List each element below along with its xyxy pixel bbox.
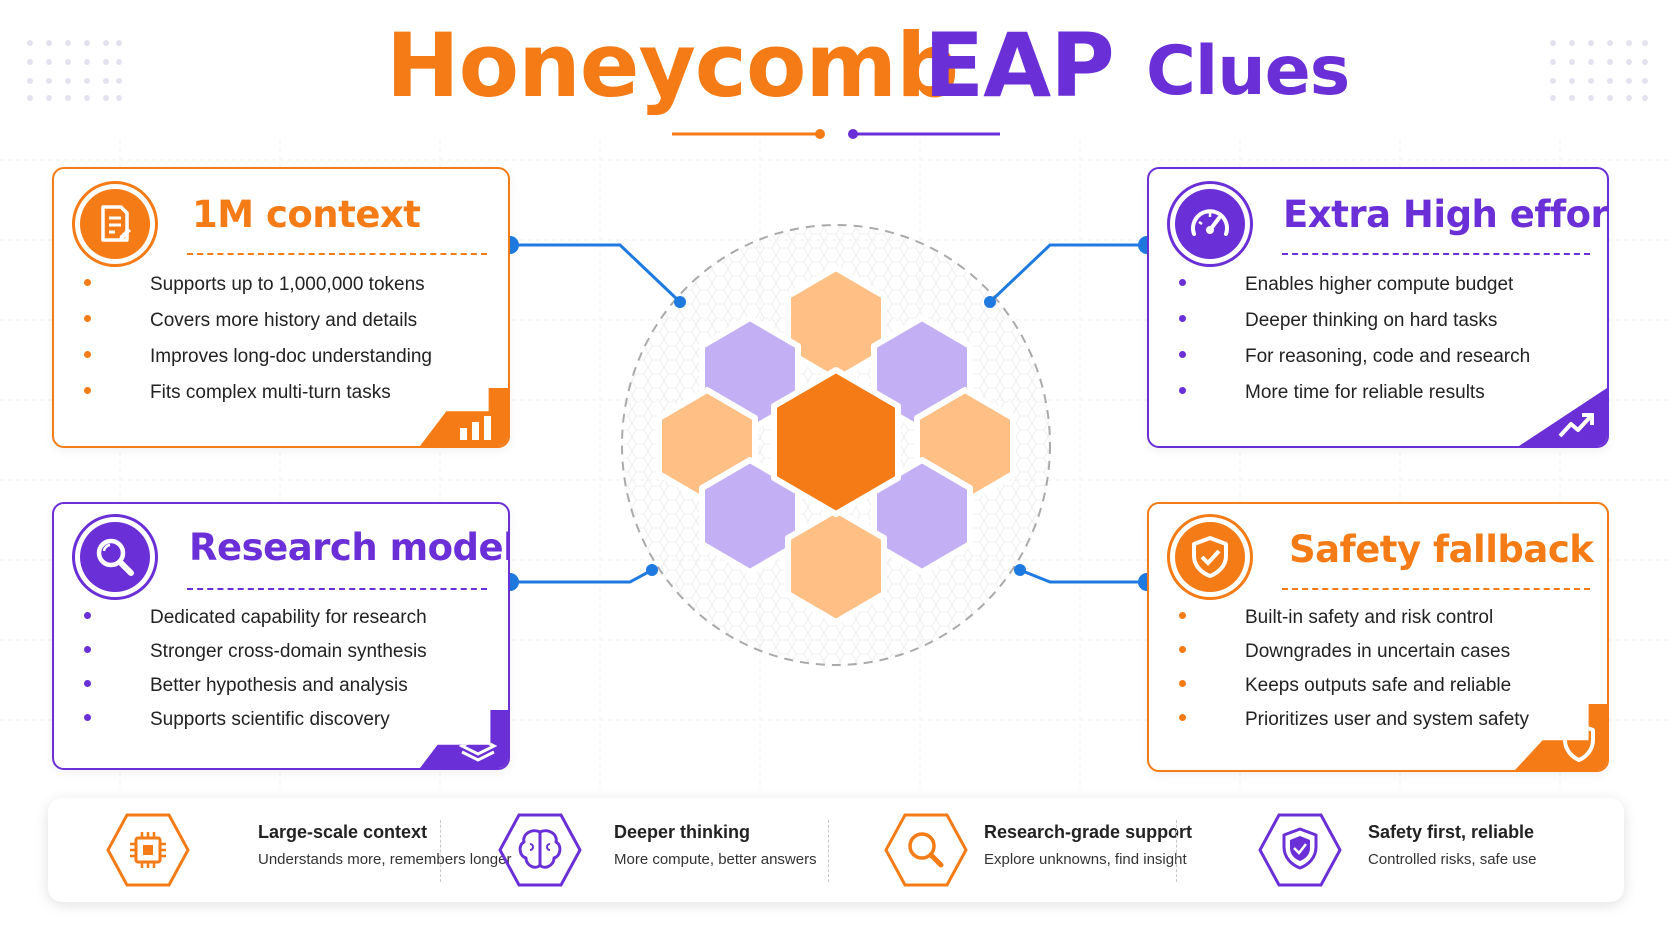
feature-list: Supports up to 1,000,000 tokens Covers m… (54, 269, 508, 413)
title-eap: EAP (924, 14, 1115, 117)
card-safety-fallback: Safety fallback Built-in safety and risk… (1147, 502, 1609, 772)
title-underline (672, 129, 1000, 139)
card-title: Research model (189, 526, 510, 569)
safety-icon-ring (1167, 514, 1253, 600)
divider (1176, 820, 1177, 882)
list-item: Built-in safety and risk control (1149, 602, 1607, 636)
card-title: Extra High effort (1283, 193, 1609, 236)
card-title: 1M context (192, 193, 421, 236)
brain-icon (498, 813, 582, 887)
card-1m-context: 1M context Supports up to 1,000,000 toke… (52, 167, 510, 448)
list-item: Covers more history and details (54, 305, 508, 341)
document-edit-icon (80, 189, 150, 259)
list-item: Deeper thinking on hard tasks (1149, 305, 1607, 341)
feature-title: Deeper thinking (614, 822, 751, 842)
title-divider (187, 588, 487, 590)
hex-bottom (785, 507, 887, 625)
feature-research-grade-support: Research-grade support Explore unknowns,… (884, 798, 1224, 902)
list-item: Prioritizes user and system safety (1149, 704, 1607, 738)
feature-desc: Understands more, remembers longer (258, 851, 512, 868)
list-item: For reasoning, code and research (1149, 341, 1607, 377)
list-item: More time for reliable results (1149, 377, 1607, 413)
feature-list: Dedicated capability for research Strong… (54, 602, 508, 738)
feature-safety-first: Safety first, reliable Controlled risks,… (1258, 798, 1588, 902)
list-item: Supports up to 1,000,000 tokens (54, 269, 508, 305)
list-item: Downgrades in uncertain cases (1149, 636, 1607, 670)
feature-title: Research-grade support (984, 822, 1193, 842)
list-item: Enables higher compute budget (1149, 269, 1607, 305)
title-divider (1282, 253, 1590, 255)
shield-check-icon (1175, 522, 1245, 592)
feature-summary-bar: Large-scale context Understands more, re… (48, 798, 1624, 902)
list-item: Stronger cross-domain synthesis (54, 636, 508, 670)
feature-desc: More compute, better answers (614, 851, 817, 868)
honeycomb-diagram (621, 224, 1051, 666)
context-icon-ring (72, 181, 158, 267)
title-honeycomb: Honeycomb (386, 14, 959, 117)
list-item: Supports scientific discovery (54, 704, 508, 738)
list-item: Dedicated capability for research (54, 602, 508, 636)
research-icon-ring (72, 514, 158, 600)
list-item: Better hypothesis and analysis (54, 670, 508, 704)
feature-desc: Controlled risks, safe use (1368, 851, 1537, 868)
list-item: Improves long-doc understanding (54, 341, 508, 377)
divider (828, 820, 829, 882)
magnifier-icon (884, 813, 968, 887)
dot-grid-left (27, 40, 122, 101)
title-divider (1282, 588, 1590, 590)
hex-center (771, 367, 901, 517)
effort-icon-ring (1167, 181, 1253, 267)
feature-deeper-thinking: Deeper thinking More compute, better ans… (498, 798, 838, 902)
title-divider (187, 253, 487, 255)
shield-icon (1258, 813, 1342, 887)
feature-title: Safety first, reliable (1368, 822, 1535, 842)
speedometer-icon (1175, 189, 1245, 259)
magnifier-icon (80, 522, 150, 592)
card-title: Safety fallback (1289, 528, 1594, 571)
feature-large-scale-context: Large-scale context Understands more, re… (106, 798, 511, 902)
feature-title: Large-scale context (258, 822, 428, 842)
chip-icon (106, 813, 190, 887)
feature-list: Enables higher compute budget Deeper thi… (1149, 269, 1607, 413)
title-clues: Clues (1146, 32, 1350, 111)
list-item: Fits complex multi-turn tasks (54, 377, 508, 413)
list-item: Keeps outputs safe and reliable (1149, 670, 1607, 704)
dot-grid-right (1550, 40, 1648, 101)
card-extra-high-effort: Extra High effort Enables higher compute… (1147, 167, 1609, 448)
divider (440, 820, 441, 882)
card-research-model: Research model Dedicated capability for … (52, 502, 510, 770)
feature-list: Built-in safety and risk control Downgra… (1149, 602, 1607, 738)
feature-desc: Explore unknowns, find insight (984, 851, 1187, 868)
